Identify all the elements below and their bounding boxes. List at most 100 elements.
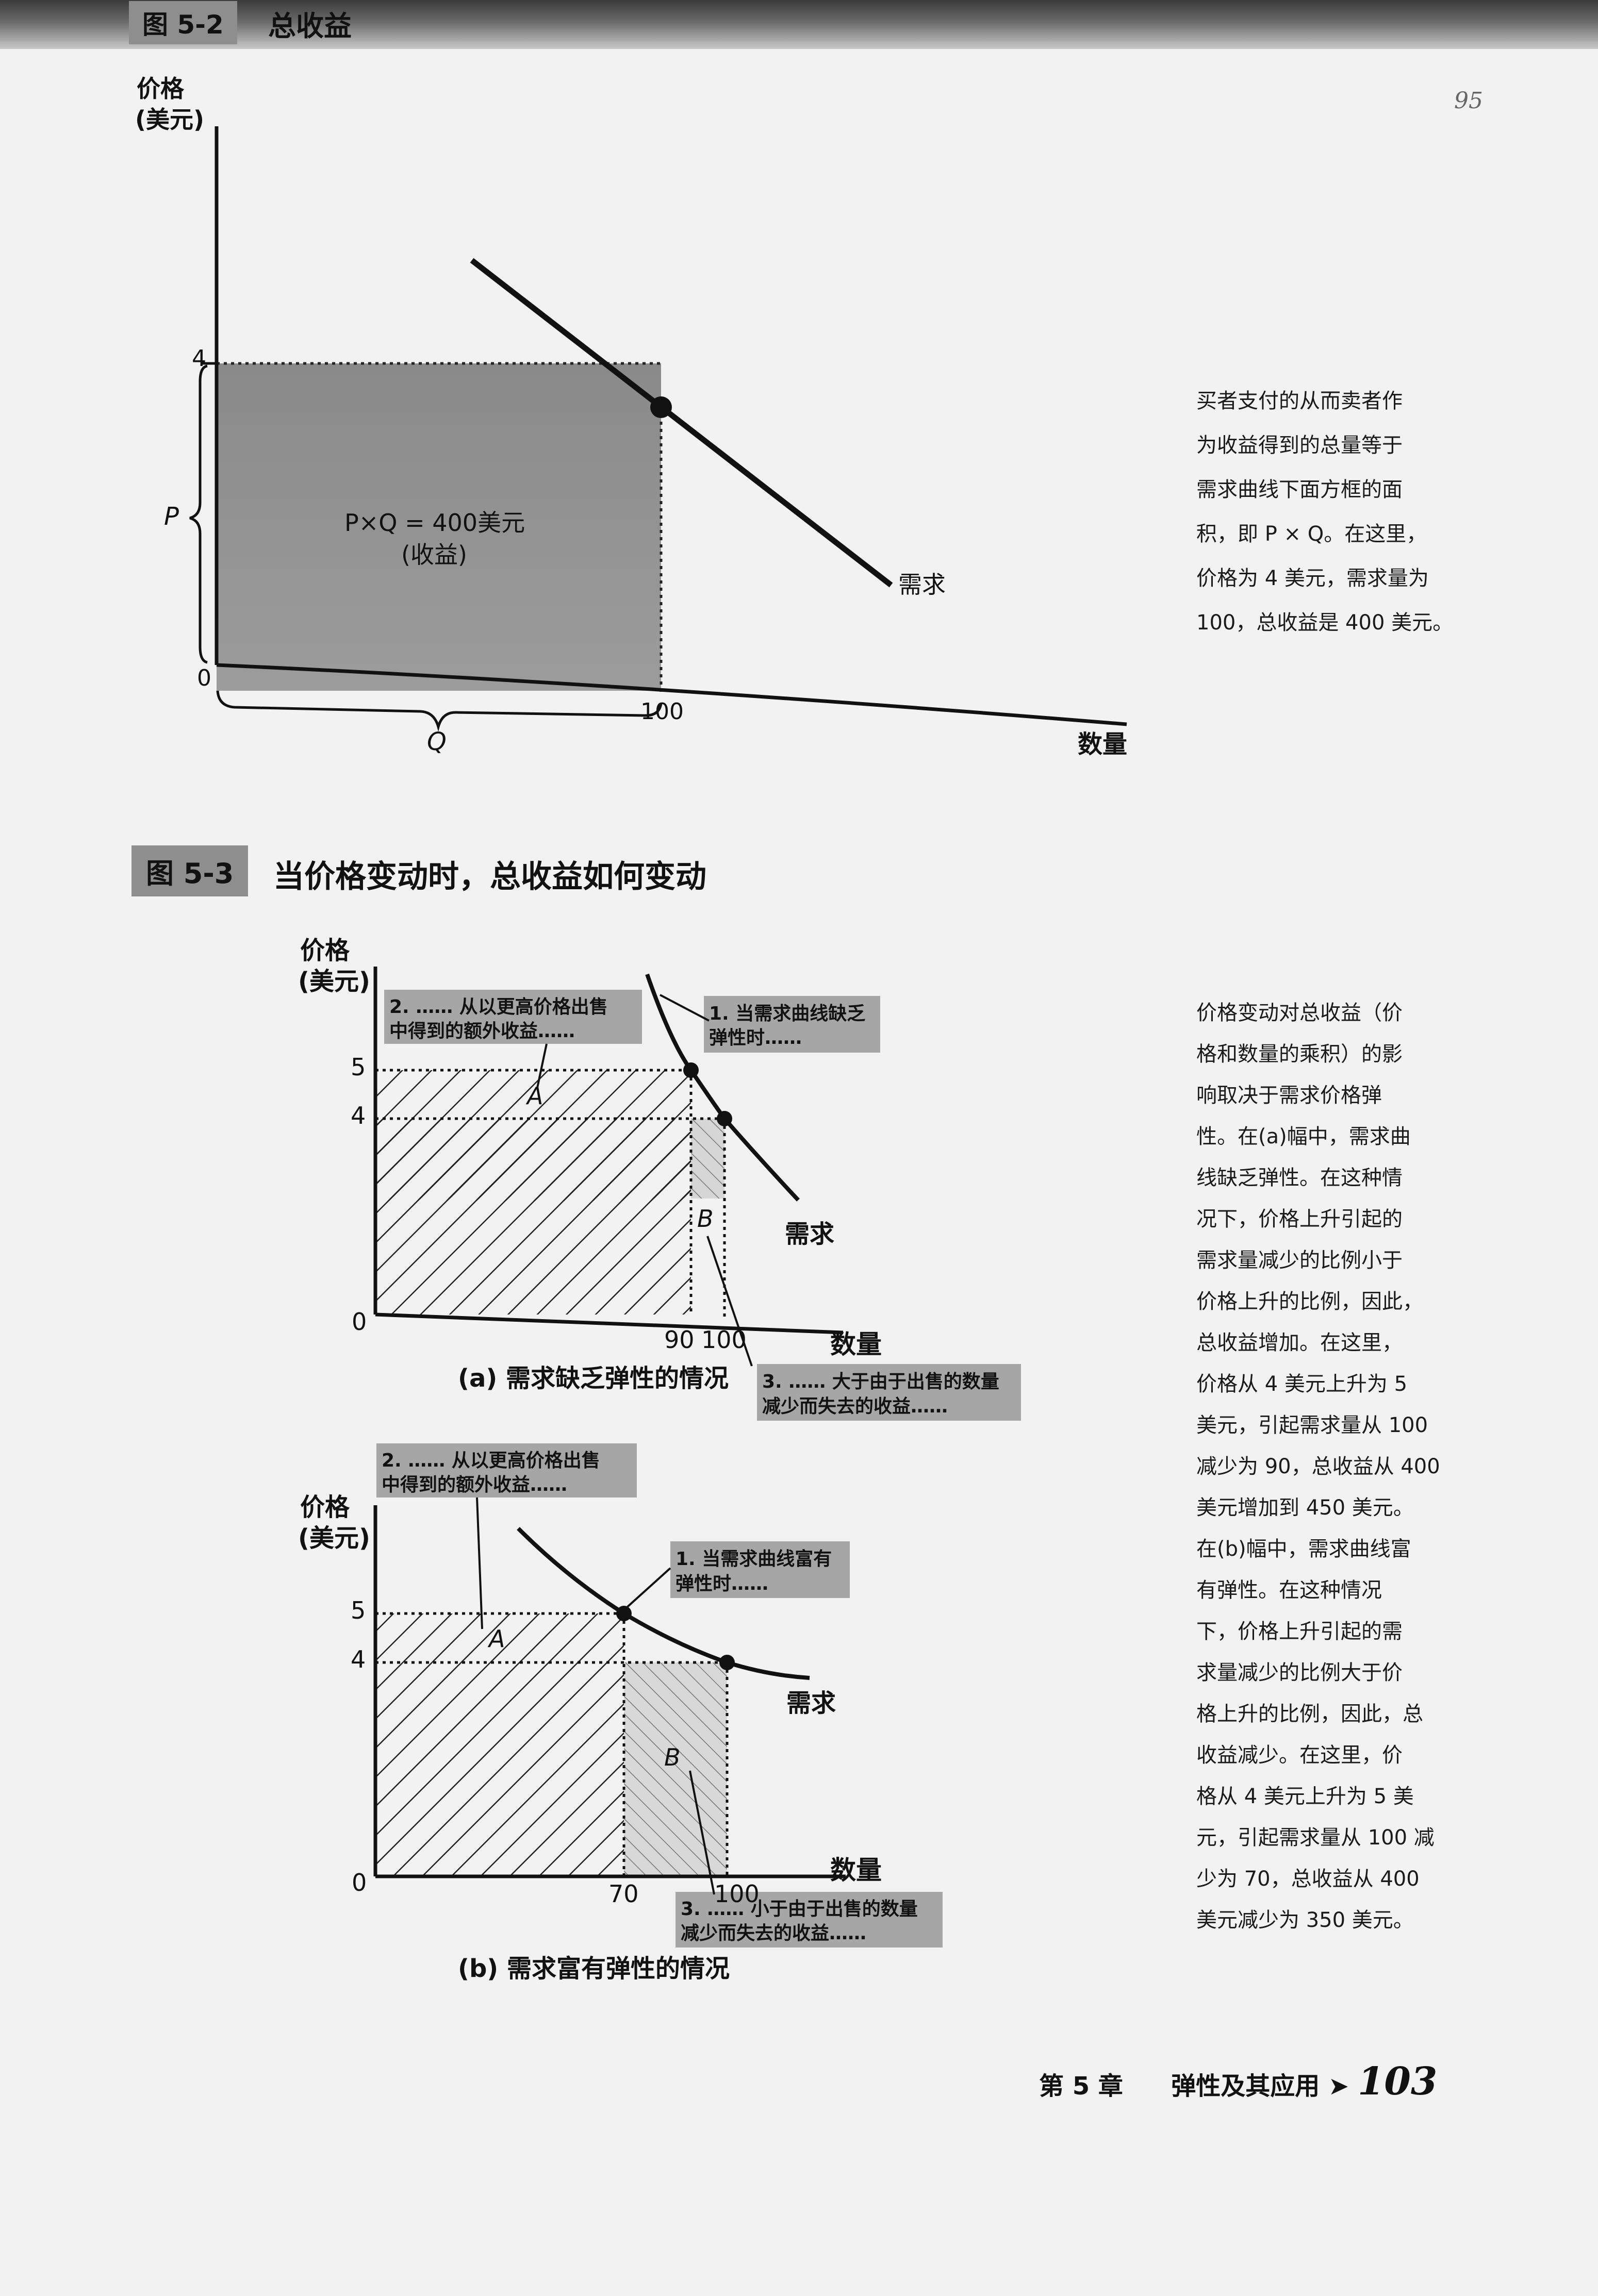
note-line: 买者支付的从而卖者作 [1196,389,1403,413]
point-4 [719,1655,735,1670]
note-figure-5-2: 买者支付的从而卖者作 为收益得到的总量等于 需求曲线下面方框的面 积，即 P ×… [1196,379,1453,645]
note-line: 美元，引起需求量从 100 [1196,1413,1428,1437]
area-a-hatched [375,1070,691,1119]
box2-line1: 2. …… 从以更高价格出售 [389,996,608,1018]
box3-line1: 3. …… 小于由于出售的数量 [681,1899,918,1920]
note-line: 格上升的比例，因此，总 [1196,1702,1423,1726]
area-b-label: B [664,1743,681,1771]
box3-background [676,1892,943,1948]
box3-line1: 3. …… 大于由于出售的数量 [762,1371,999,1392]
box2-leader [476,1497,483,1629]
note-line: 格和数量的乘积）的影 [1196,1042,1403,1066]
x-tick-100: 100 [701,1326,747,1354]
x-axis-label: 数量 [1078,730,1127,759]
point-4 [717,1111,732,1126]
box1-leader [622,1567,671,1612]
area-label-line1: P×Q = 400美元 [344,509,525,537]
x-tick-90: 90 [664,1326,695,1354]
revenue-area [217,363,661,691]
note-line: 有弹性。在这种情况 [1196,1578,1382,1602]
x-axis [375,1312,844,1335]
note-line: 价格变动对总收益（价 [1196,1001,1403,1025]
box3-background [757,1364,1021,1421]
y-tick-5: 5 [351,1596,366,1624]
top-shadow-band [0,0,1598,49]
page-footer: 第 5 章 弹性及其应用 ➤ 103 [1039,2059,1437,2104]
q-brace [216,690,663,732]
box1-line2: 弹性时…… [709,1027,802,1049]
footer-chapter: 第 5 章 [1039,2072,1123,2101]
qty-tick-label: 100 [640,698,684,725]
footer-page-number: 103 [1357,2059,1438,2104]
note-line: 100，总收益是 400 美元。 [1196,611,1454,635]
panel-a-caption: (a) 需求缺乏弹性的情况 [458,1364,729,1393]
x-tick-70: 70 [608,1880,639,1908]
x-axis [216,663,1127,726]
note-line: 收益减少。在这里，价 [1196,1743,1403,1767]
note-line: 元，引起需求量从 100 减 [1196,1826,1435,1850]
origin-label: 0 [197,665,211,691]
note-line: 性。在(a)幅中，需求曲 [1196,1125,1411,1149]
figure-title-5-2: 总收益 [268,10,352,42]
footer-arrow-icon: ➤ [1328,2072,1349,2101]
note-line: 美元减少为 350 美元。 [1196,1908,1414,1932]
origin-label: 0 [352,1308,367,1336]
x-tick-100: 100 [714,1880,760,1908]
area-b-hatch [691,1119,724,1199]
demand-curve [645,973,800,1202]
point-5 [683,1062,699,1078]
note-line: 总收益增加。在这里， [1196,1331,1403,1355]
note-line: 为收益得到的总量等于 [1196,434,1403,457]
box2-background [384,990,642,1044]
note-line: 积，即 P × Q。在这里， [1196,522,1427,546]
note-line: 需求曲线下面方框的面 [1196,478,1403,502]
brace-q-label: Q [427,727,447,756]
page-number-top: 95 [1454,88,1483,114]
panel-b-caption: (b) 需求富有弹性的情况 [458,1954,730,1983]
box1-line2: 弹性时…… [676,1573,768,1594]
origin-label: 0 [352,1869,367,1896]
note-line: 价格上升的比例，因此， [1196,1290,1423,1313]
area-b-label: B [697,1205,714,1233]
demand-curve [517,1527,810,1680]
box3-line2: 减少而失去的收益…… [762,1396,948,1417]
y-tick-5: 5 [351,1053,366,1081]
note-line: 少为 70，总收益从 400 [1196,1867,1420,1891]
area-common-hatched [375,1662,624,1876]
note-line: 响取决于需求价格弹 [1196,1084,1382,1107]
figure-title-5-3: 当价格变动时，总收益如何变动 [273,859,706,895]
footer-title: 弹性及其应用 [1171,2072,1320,2101]
figure-5-2-chart: 价格 (美元) 4 0 100 P Q P×Q = 400美元 (收益) 需求 … [135,75,1127,759]
box2-line1: 2. …… 从以更高价格出售 [382,1450,600,1471]
y-axis-label-line2: (美元) [298,967,370,996]
box2-line2: 中得到的额外收益…… [382,1474,567,1495]
note-figure-5-3: 价格变动对总收益（价 格和数量的乘积）的影 响取决于需求价格弹 性。在(a)幅中… [1196,992,1440,1941]
y-tick-4: 4 [351,1102,366,1129]
demand-point [650,396,672,418]
box2-line2: 中得到的额外收益…… [389,1021,575,1042]
box1-background [704,996,880,1053]
area-a-hatched [375,1613,624,1662]
price-tick-label: 4 [192,345,206,372]
brace-p-label: P [164,502,179,531]
y-axis-label-line1: 价格 [300,1493,350,1522]
p-brace [189,364,208,664]
box3-leader [706,1236,753,1367]
box1-line1: 1. 当需求曲线富有 [676,1548,832,1570]
note-line: 下，价格上升引起的需 [1196,1620,1403,1643]
area-a-label: A [525,1082,543,1110]
area-label-line2: (收益) [401,541,467,569]
note-line: 价格从 4 美元上升为 5 [1196,1372,1408,1396]
demand-curve-label: 需求 [785,1220,834,1249]
demand-curve-label: 需求 [898,571,946,598]
y-tick-4: 4 [351,1645,366,1673]
note-line: 减少为 90，总收益从 400 [1196,1455,1440,1478]
box3-line2: 减少而失去的收益…… [681,1923,866,1944]
note-line: 需求量减少的比例小于 [1196,1249,1403,1272]
box2-background [376,1443,637,1498]
note-line: 况下，价格上升引起的 [1196,1207,1403,1231]
figure-label-5-3: 图 5-3 [131,845,249,896]
note-line: 价格为 4 美元，需求量为 [1196,567,1429,590]
figure-label-5-2: 图 5-2 [129,1,237,44]
box2-leader [536,1043,548,1088]
